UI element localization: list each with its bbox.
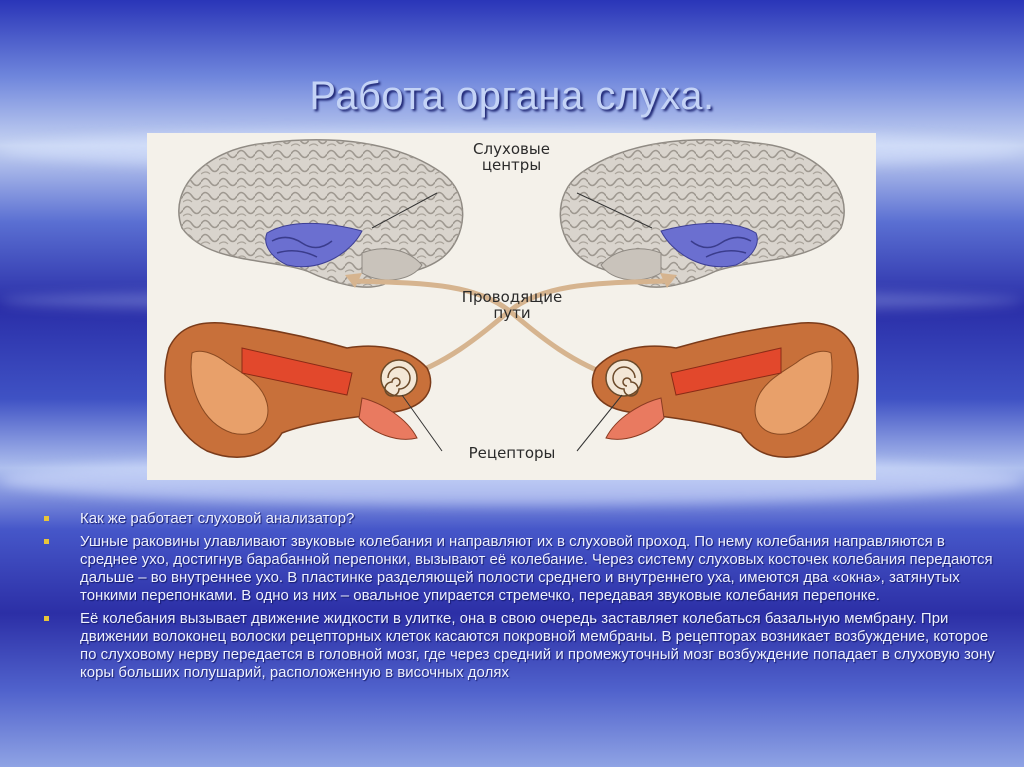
left-brain-icon — [179, 140, 463, 287]
left-ear-icon — [165, 323, 431, 457]
right-ear-icon — [592, 323, 858, 457]
right-brain-icon — [560, 140, 844, 287]
bullet-text: Её колебания вызывает движение жидкости … — [80, 610, 995, 681]
bullet-icon — [44, 539, 49, 544]
label-receptors: Рецепторы — [437, 445, 587, 461]
bullet-text: Ушные раковины улавливают звуковые колеб… — [80, 533, 993, 604]
bullet-list: Как же работает слуховой анализатор? Ушн… — [42, 510, 1002, 687]
label-pathways: Проводящие пути — [427, 289, 597, 321]
slide-title: Работа органа слуха. — [0, 74, 1024, 119]
list-item: Ушные раковины улавливают звуковые колеб… — [42, 533, 1002, 605]
list-item: Как же работает слуховой анализатор? — [42, 510, 1002, 528]
list-item: Её колебания вызывает движение жидкости … — [42, 610, 1002, 682]
bullet-text: Как же работает слуховой анализатор? — [80, 510, 354, 527]
bullet-icon — [44, 616, 49, 621]
bullet-icon — [44, 516, 49, 521]
hearing-diagram: Слуховые центры Проводящие пути Рецептор… — [147, 133, 876, 480]
label-auditory-centers: Слуховые центры — [439, 141, 584, 173]
